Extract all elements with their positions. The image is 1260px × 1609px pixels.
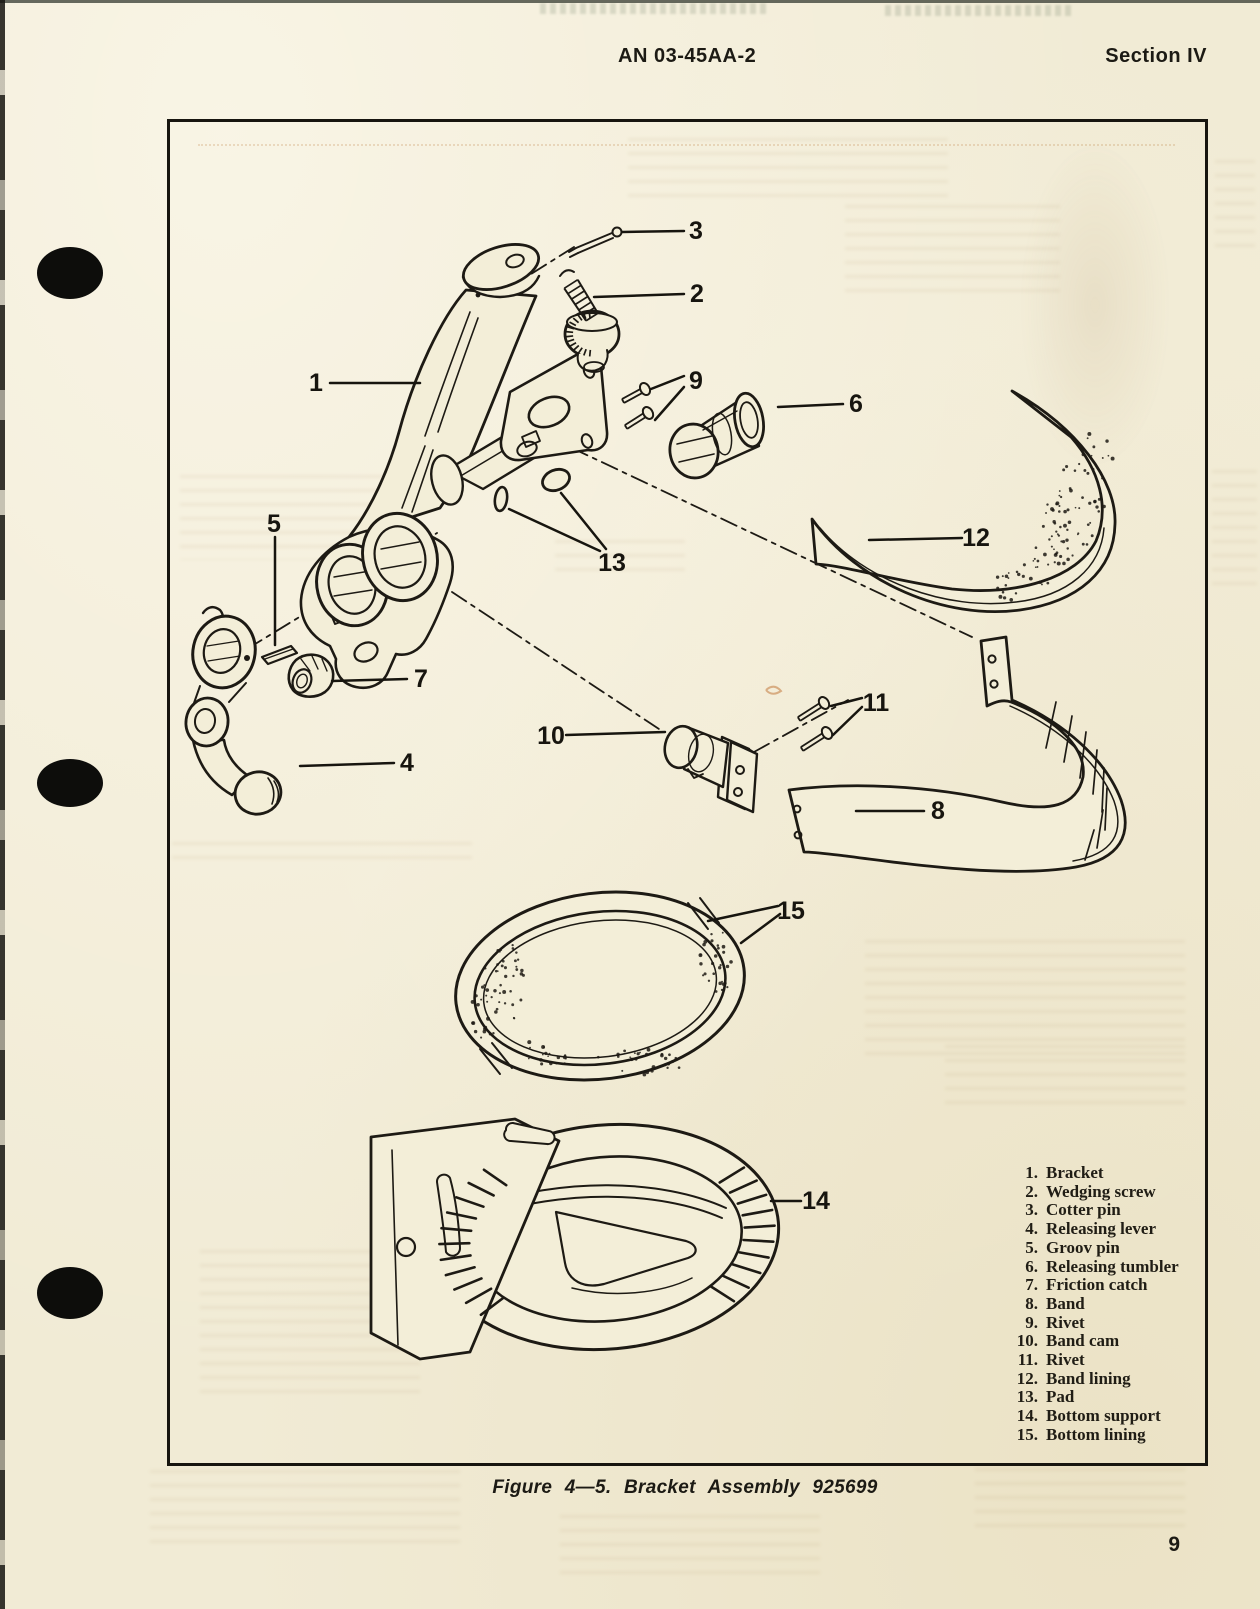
- parts-list-item: 4.Releasing lever: [1025, 1219, 1156, 1239]
- parts-list-item: 12.Band lining: [1016, 1368, 1131, 1388]
- shading-decoration: [438, 278, 1115, 1317]
- callout-number: 12: [962, 524, 990, 552]
- parts-list-item: 10.Band cam: [1016, 1331, 1120, 1351]
- callout-number: 7: [414, 665, 428, 693]
- parts-list-item: 2.Wedging screw: [1025, 1181, 1156, 1201]
- callout-number: 1: [309, 369, 323, 397]
- parts-list-item: 3.Cotter pin: [1025, 1200, 1121, 1220]
- releasing-lever-4: [184, 605, 283, 816]
- doc-number: AN 03-45AA-2: [618, 45, 757, 67]
- ink-artifact: [765, 685, 783, 695]
- callout-number: 13: [598, 549, 626, 577]
- binding-hole: [37, 1267, 103, 1319]
- parts-list-item: 9.Rivet: [1025, 1312, 1085, 1332]
- bracket-1: [299, 243, 609, 690]
- callout-number: 2: [690, 280, 704, 308]
- releasing-tumbler-6: [668, 391, 765, 480]
- band-lining-12: [810, 389, 1117, 613]
- parts-list-item: 11.Rivet: [1017, 1350, 1085, 1370]
- callout-number: 9: [689, 367, 703, 395]
- pad-13: [541, 467, 571, 493]
- bottom-support-14: [369, 1117, 781, 1361]
- parts-list-item: 5.Groov pin: [1025, 1237, 1120, 1257]
- band-8: [787, 635, 1127, 873]
- band-cam-10: [663, 724, 759, 814]
- pad-oring-13: [493, 485, 509, 513]
- section-label: Section IV: [1105, 45, 1207, 67]
- callout-number: 10: [537, 722, 565, 750]
- bottom-lining-15: [454, 890, 746, 1082]
- binding-hole: [37, 759, 103, 807]
- figure-caption: Figure 4—5. Bracket Assembly 925699: [492, 1477, 878, 1498]
- parts-list-item: 13.Pad: [1016, 1387, 1075, 1407]
- page-number: 9: [1168, 1533, 1180, 1556]
- parts-list-item: 8.Band: [1025, 1293, 1085, 1313]
- groov-pin-5: [260, 644, 299, 666]
- parts-list-item: 1.Bracket: [1025, 1163, 1104, 1182]
- parts-list-item: 7.Friction catch: [1025, 1275, 1148, 1295]
- parts-list-item: 14.Bottom support: [1016, 1406, 1161, 1426]
- parts-list-item: 6.Releasing tumbler: [1025, 1256, 1179, 1276]
- bleed-stamp: [540, 3, 770, 14]
- page-top-edge: [0, 0, 1260, 3]
- callout-number: 14: [802, 1187, 830, 1215]
- callout-number: 8: [931, 797, 945, 825]
- callout-number: 5: [267, 510, 281, 538]
- friction-catch-7: [287, 653, 335, 698]
- parts-list-item: 15.Bottom lining: [1016, 1424, 1146, 1444]
- bleed-dotted-line: [198, 144, 1175, 146]
- cotter-pin-3: [568, 226, 623, 258]
- callout-number: 6: [849, 390, 863, 418]
- binding-hole: [37, 247, 103, 299]
- support-plate: [369, 1117, 561, 1361]
- bleed-stamp: [885, 5, 1075, 16]
- callout-number: 11: [863, 689, 890, 717]
- page-torn-edge: [0, 0, 5, 1609]
- callout-number: 4: [400, 749, 414, 777]
- callout-number: 15: [777, 897, 805, 925]
- callout-number: 3: [689, 217, 703, 245]
